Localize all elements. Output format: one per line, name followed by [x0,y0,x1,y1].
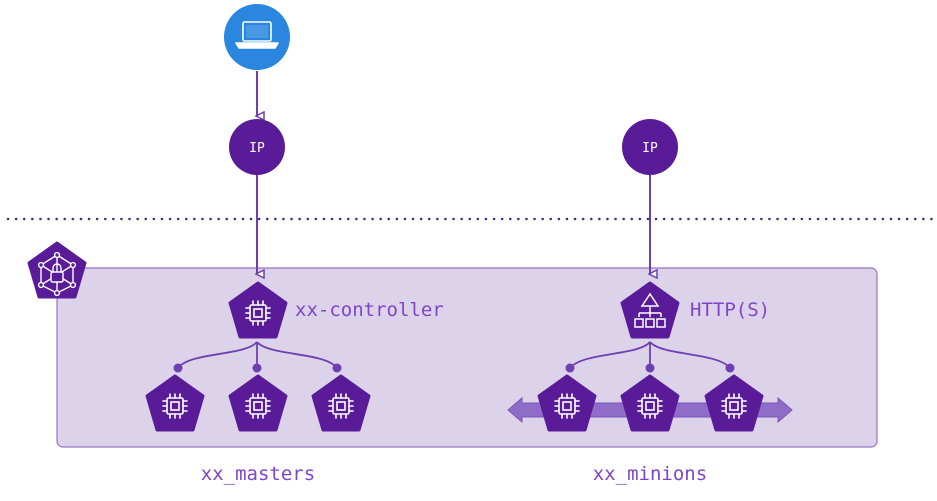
laptop-client [224,4,290,70]
ip-node-left: IP [229,119,285,175]
laptop-icon [235,21,279,49]
connector-dot [565,363,575,373]
connector-dot [332,363,342,373]
load-balancer-label: HTTP(S) [690,299,770,321]
ip-left-label: IP [249,141,265,156]
minions-group-label: xx_minions [593,463,707,485]
connector-dot [173,363,183,373]
ip-node-right: IP [622,119,678,175]
load-balancer-icon [634,292,666,328]
masters-group-label: xx_masters [201,463,315,485]
laptop-circle [224,4,290,70]
secure-network-icon [27,241,87,299]
load-balancer-node [620,281,680,339]
connector-dot [252,363,262,373]
controller-label: xx-controller [295,299,444,321]
ip-right-label: IP [642,141,658,156]
connector-dot [725,363,735,373]
connector-dot [645,363,655,373]
